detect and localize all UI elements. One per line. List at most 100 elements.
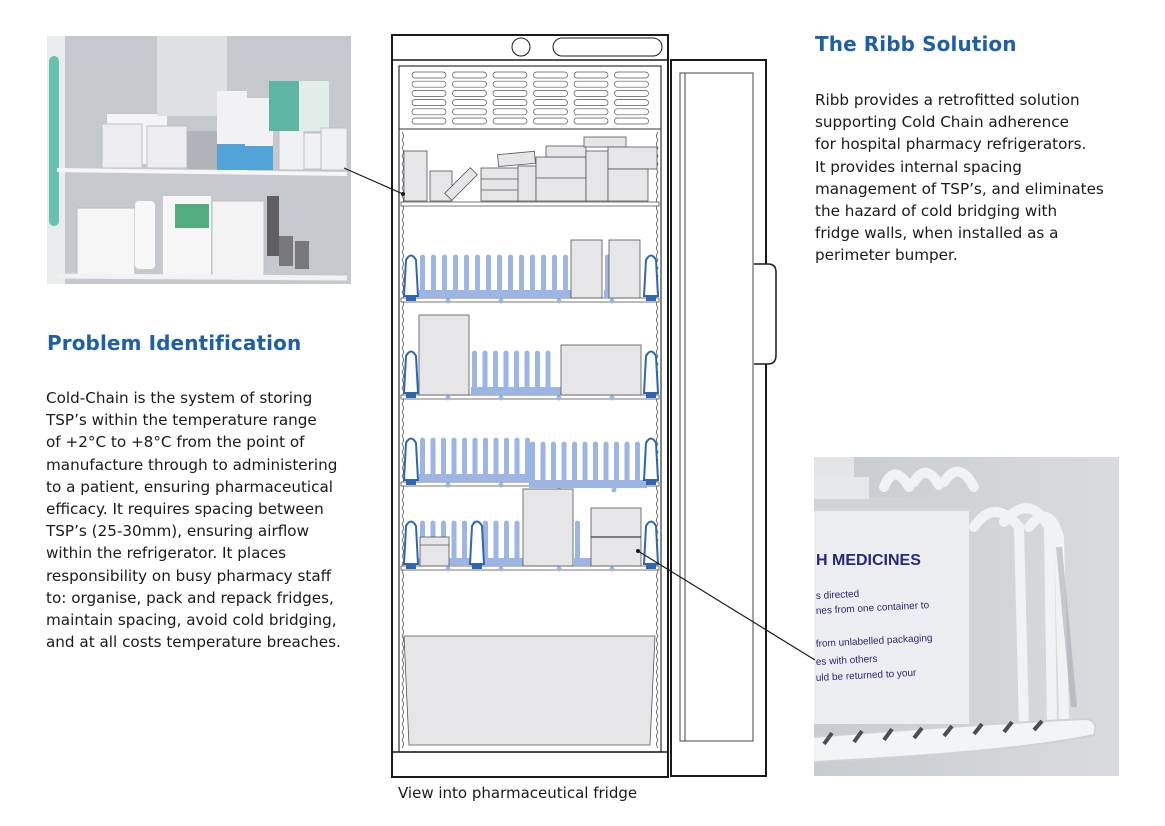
ribb-fin <box>475 254 480 298</box>
ribb-fin <box>551 441 556 488</box>
vent-slot <box>492 117 528 125</box>
vent-slot <box>411 99 447 106</box>
ribb-end-bumper <box>402 350 420 394</box>
problem-body: Cold-Chain is the system of storing TSP’… <box>46 389 341 652</box>
ribb-clip <box>609 298 615 304</box>
ribb-clip <box>498 298 504 304</box>
photo-cluttered-fridge-illustration <box>47 36 351 284</box>
ribb-bumper-foot <box>646 564 656 569</box>
vent-slot <box>533 99 568 106</box>
ribb-bumper-foot <box>406 296 416 301</box>
ribb-fin <box>451 520 457 566</box>
ribb-base <box>604 290 615 298</box>
vent-slot <box>411 80 447 88</box>
ribb-bumper-foot <box>406 564 416 569</box>
ribb-fin <box>575 520 580 566</box>
vent-slot <box>452 108 487 116</box>
ribb-clip <box>445 482 451 488</box>
ribb-fin <box>530 254 535 298</box>
ribb-fin <box>472 520 478 566</box>
ribb-clip <box>609 566 615 572</box>
cluttered-boxes <box>403 136 658 202</box>
vent-slot <box>573 71 609 79</box>
ribb-clip <box>556 395 562 401</box>
vent-slot <box>614 99 649 106</box>
box <box>560 344 642 396</box>
photo-box-line: uld be returned to your <box>816 668 918 684</box>
shelf <box>400 565 660 571</box>
box <box>608 239 641 299</box>
vent-slot <box>492 108 528 116</box>
vent-slot <box>533 90 568 97</box>
ribb-clip <box>556 566 562 572</box>
problem-heading: Problem Identification <box>47 331 302 355</box>
diagram-caption: View into pharmaceutical fridge <box>398 784 638 802</box>
box <box>590 507 642 567</box>
crisper-drawer <box>403 635 656 746</box>
photo-box-title: H MEDICINES <box>816 552 921 569</box>
ribb-fin <box>483 437 488 482</box>
box <box>429 170 453 202</box>
ribb-end-bumper <box>642 520 660 565</box>
fridge-door <box>670 59 767 777</box>
ribb-fin <box>593 441 598 488</box>
ribb-fin <box>462 520 467 566</box>
ribb-clip <box>498 482 504 488</box>
ribb-base <box>419 558 527 566</box>
ribb-clip <box>498 395 504 401</box>
ribb-end-bumper <box>642 350 660 394</box>
ribb-fin <box>451 437 457 482</box>
ribb-fin <box>431 254 436 298</box>
ribb-fin <box>572 441 577 488</box>
fridge-display-panel <box>552 37 663 57</box>
vent-slot <box>452 117 487 125</box>
box <box>570 239 603 299</box>
vent-slot <box>614 90 649 97</box>
ribb-fin <box>472 350 477 395</box>
shelf <box>400 297 660 303</box>
vent-slot <box>411 117 447 125</box>
box <box>583 136 627 148</box>
ribb-fin <box>493 520 499 566</box>
fridge-inner-liner <box>398 65 662 753</box>
ribb-fin <box>420 254 425 298</box>
box <box>444 167 478 201</box>
photo-box-line: es with others <box>816 654 878 668</box>
box <box>607 146 658 170</box>
photo-ribb-spacer-closeup: H MEDICINES s directed nes from one cont… <box>814 457 1119 776</box>
vent-slot <box>614 108 649 116</box>
vent-slot <box>533 71 568 79</box>
shelf <box>400 481 660 487</box>
vent-slot <box>492 71 528 79</box>
ribb-fin <box>442 254 447 298</box>
ribb-bumper-foot <box>406 393 416 398</box>
ribb-end-bumper <box>642 437 660 481</box>
box <box>535 156 587 202</box>
ribb-end-bumper <box>642 254 660 297</box>
ribb-clip <box>609 395 615 401</box>
ribb-fin <box>504 520 509 566</box>
box <box>419 536 450 567</box>
ribb-fin <box>635 441 640 488</box>
ribb-fin <box>605 254 610 298</box>
ribb-fin <box>482 350 488 395</box>
ribb-fin <box>541 254 546 298</box>
ribb-fin <box>472 437 478 482</box>
box <box>497 150 536 167</box>
solution-heading: The Ribb Solution <box>815 32 1017 56</box>
ribb-fin <box>514 520 520 566</box>
ribb-bumper-foot <box>646 296 656 301</box>
vent-slot <box>533 80 568 88</box>
ribb-fin <box>545 350 551 395</box>
box <box>517 165 537 202</box>
ribb-bumper-foot <box>472 564 482 569</box>
box <box>418 314 470 396</box>
ribb-fin <box>430 437 436 482</box>
ribb-fin <box>420 437 425 482</box>
vent-slot <box>614 117 649 125</box>
vent-slot <box>411 90 447 97</box>
ribb-end-bumper <box>402 520 420 565</box>
fridge-wall-right <box>656 131 659 749</box>
ribb-fin <box>561 441 567 488</box>
ribb-fin <box>530 441 535 488</box>
